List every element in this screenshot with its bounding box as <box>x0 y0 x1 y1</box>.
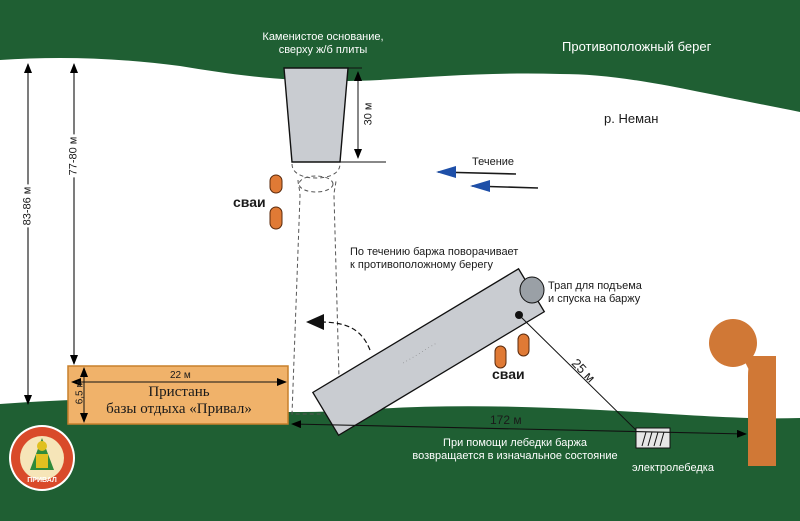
barge-original-outline <box>291 163 341 179</box>
winch-label: электролебедка <box>632 462 714 474</box>
piles-top-label: сваи <box>233 194 266 210</box>
pile <box>494 345 507 369</box>
current-label: Течение <box>472 156 515 168</box>
opposite-bank <box>0 0 800 112</box>
winch <box>635 427 671 449</box>
stone-base-label: Каменистое основание, сверху ж/б плиты <box>262 31 384 56</box>
pier-label-line2: базы отдыха «Привал» <box>106 401 252 417</box>
piles-bottom-label: сваи <box>492 366 525 382</box>
gangway-label: Трап для подъема и спуска на баржу <box>548 280 642 305</box>
logo <box>9 425 75 491</box>
width-total-dim: 83-86 м <box>21 184 34 228</box>
opposite-bank-label: Противоположный берег <box>562 39 712 54</box>
rotation-arrow <box>319 321 371 351</box>
pier-width-dim: 6,5 м <box>74 380 86 405</box>
pier-label: Пристань базы отдыха «Привал» <box>70 370 288 418</box>
shore-distance-dim: 172 м <box>490 413 522 427</box>
turn-note: По течению баржа поворачивает к противоп… <box>350 246 519 271</box>
pile <box>269 174 283 194</box>
pile <box>269 206 283 230</box>
gangway <box>519 276 545 304</box>
winch-note: При помощи лебедки баржа возвращается в … <box>412 437 618 462</box>
pier-label-line1: Пристань <box>148 384 210 400</box>
winch-cable <box>518 314 643 437</box>
width-to-pier-dim: 77-80 м <box>67 134 80 178</box>
barge-dashed <box>291 179 341 415</box>
logo-text: ПРИВАЛ <box>27 477 57 484</box>
post <box>748 356 776 466</box>
stone-base <box>283 67 349 163</box>
pier-length-dim: 22 м <box>170 370 191 381</box>
current-arrowhead <box>470 180 490 192</box>
current-arrowhead <box>436 166 456 178</box>
shore-distance-arrow <box>291 420 747 438</box>
river-label: р. Неман <box>604 111 659 126</box>
pier <box>67 365 289 425</box>
pile <box>517 333 530 357</box>
rotation-arrowhead <box>306 314 324 330</box>
barge: · · · · · · · · · · · <box>311 267 546 437</box>
base-length-dim: 30 м <box>362 101 375 127</box>
barge-dashed-end <box>298 175 334 193</box>
